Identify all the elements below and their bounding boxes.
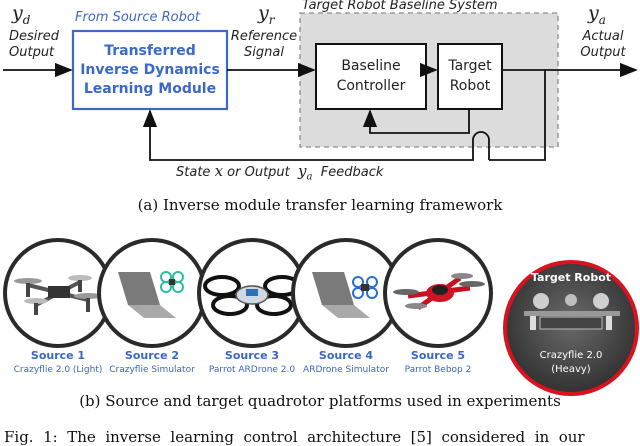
baseline-controller-text: Baseline Controller	[316, 56, 426, 96]
actual-output-symbol: ya	[588, 2, 606, 27]
reference-signal-line2: Signal	[244, 45, 284, 60]
feedback-word: Feedback	[320, 165, 384, 180]
source-1-image	[3, 238, 113, 348]
target-subtitle-line1: Crazyflie 2.0	[539, 350, 603, 361]
feedback-y-symbol: y	[298, 162, 307, 180]
symbol-y: y	[588, 2, 599, 24]
symbol-subscript: a	[598, 12, 606, 27]
inverse-module-box	[71, 29, 229, 111]
inverse-module-line3: Learning Module	[83, 81, 217, 97]
inner-feedback-loop	[362, 109, 470, 134]
outer-feedback-loop	[142, 109, 490, 161]
from-source-robot-label: From Source Robot	[75, 10, 200, 25]
desired-output-label: Desired Output	[9, 29, 59, 61]
reference-signal-line1: Reference	[230, 29, 298, 44]
actual-output-label: Actual Output	[575, 29, 631, 61]
inverse-module-line2: Inverse Dynamics	[80, 62, 220, 78]
source-1-title: Source 1	[30, 349, 86, 362]
laptop-simulator-icon	[118, 271, 184, 318]
source-2-image	[97, 238, 207, 348]
inverse-module-line1: Transferred	[104, 43, 196, 59]
desired-output-line2: Output	[9, 45, 55, 60]
actual-output-line1: Actual	[582, 29, 624, 44]
target-robot-image	[503, 260, 639, 396]
caption-a: (a) Inverse module transfer learning fra…	[137, 196, 503, 214]
source-4-title: Source 4	[318, 349, 374, 362]
target-subtitle-line2: (Heavy)	[551, 364, 591, 375]
target-robot-line2: Robot	[449, 78, 491, 94]
target-robot-line1: Target	[448, 58, 492, 74]
small-quadrotor-icon	[14, 275, 102, 315]
source-5-subtitle: Parrot Bebop 2	[404, 365, 472, 375]
desired-output-line1: Desired	[9, 29, 59, 44]
target-robot-text: Target Robot	[438, 56, 502, 96]
symbol-y: y	[258, 2, 269, 24]
source-4-subtitle: ARDrone Simulator	[303, 365, 389, 375]
baseline-controller-line2: Controller	[336, 78, 406, 94]
feedback-or-output: or Output	[227, 165, 290, 180]
source-5-title: Source 5	[410, 349, 466, 362]
target-robot-title: Target Robot	[530, 271, 612, 284]
source-4-image	[291, 238, 401, 348]
target-robot-subtitle: Crazyflie 2.0 (Heavy)	[521, 349, 621, 377]
target-robot-box	[437, 43, 503, 110]
baseline-controller-box	[315, 43, 427, 110]
source-1-subtitle: Crazyflie 2.0 (Light)	[13, 365, 103, 375]
reference-signal-label: Reference Signal	[229, 29, 299, 61]
symbol-subscript: d	[22, 12, 31, 27]
figure-caption-line: Fig. 1: The inverse learning control arc…	[4, 428, 585, 446]
baseline-system-title: Target Robot Baseline System	[302, 0, 498, 13]
feedback-x-symbol: x	[214, 162, 224, 180]
outer-feedback-right	[489, 70, 546, 161]
symbol-y: y	[12, 2, 23, 24]
feedback-state-word: State	[176, 165, 211, 180]
ardrone-quadrotor-icon	[203, 275, 301, 316]
source-5-image	[383, 238, 493, 348]
feedback-y-subscript: a	[306, 171, 313, 183]
source-3-image	[197, 238, 307, 348]
feedback-label: State x or Output ya Feedback	[176, 162, 383, 183]
desired-output-symbol: yd	[12, 2, 30, 27]
bebop-drone-icon	[393, 273, 485, 311]
heavy-quadrotor-icon	[524, 293, 620, 330]
source-3-title: Source 3	[224, 349, 280, 362]
caption-b: (b) Source and target quadrotor platform…	[79, 392, 561, 410]
baseline-controller-line1: Baseline	[341, 58, 401, 74]
source-2-subtitle: Crazyflie Simulator	[109, 365, 195, 375]
actual-output-line2: Output	[580, 45, 626, 60]
source-2-title: Source 2	[124, 349, 180, 362]
symbol-subscript: r	[268, 12, 275, 27]
reference-signal-symbol: yr	[258, 2, 274, 27]
inverse-module-text: Transferred Inverse Dynamics Learning Mo…	[73, 42, 227, 99]
laptop-simulator-icon	[312, 272, 378, 318]
source-3-subtitle: Parrot ARDrone 2.0	[208, 365, 296, 375]
